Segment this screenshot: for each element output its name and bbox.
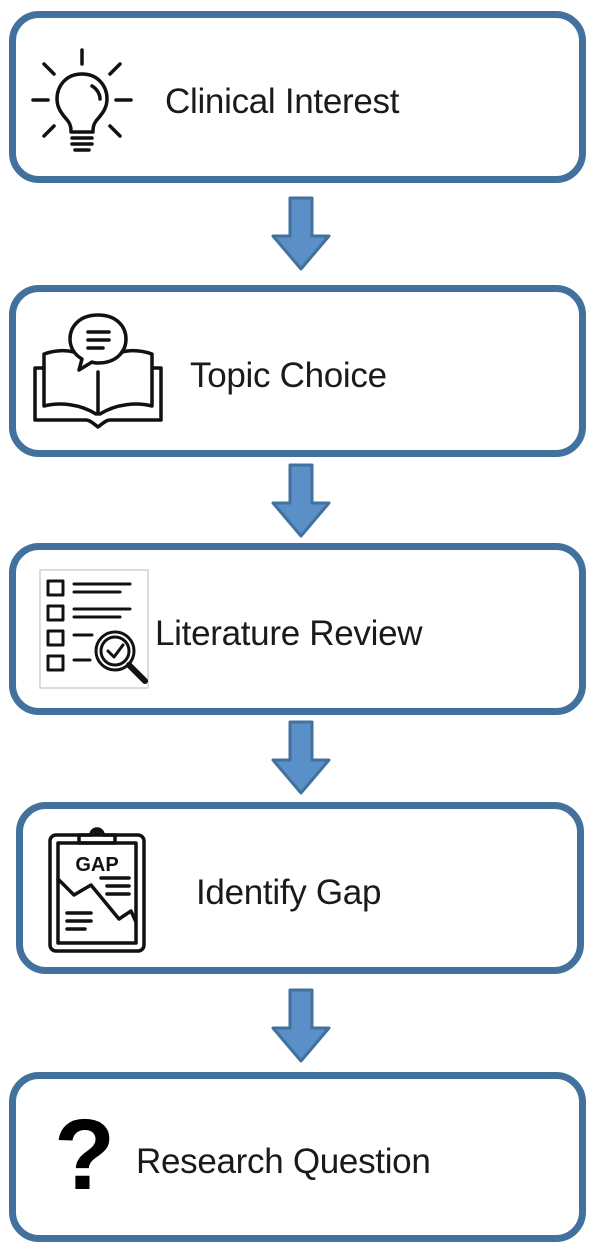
down-arrow (271, 196, 331, 271)
question-mark-icon: ? (54, 1099, 116, 1211)
step-label: Research Question (136, 1142, 431, 1181)
step-box-research-question: ? Research Question (9, 1072, 586, 1242)
clipboard-gap-icon: GAP (48, 827, 146, 953)
open-book-speech-icon (30, 310, 166, 435)
step-label: Clinical Interest (165, 82, 400, 121)
down-arrow (271, 720, 331, 795)
step-label: Literature Review (155, 614, 423, 653)
down-arrow (271, 463, 331, 538)
lightbulb-icon (31, 48, 133, 152)
step-label: Topic Choice (190, 356, 387, 395)
step-box-clinical-interest: Clinical Interest (9, 11, 586, 183)
step-box-topic-choice: Topic Choice (9, 285, 586, 457)
step-box-literature-review: Literature Review (9, 543, 586, 715)
step-box-identify-gap: GAP Identify Gap (16, 802, 584, 974)
step-label: Identify Gap (196, 873, 382, 912)
checklist-magnifier-icon (38, 568, 158, 696)
down-arrow (271, 988, 331, 1063)
gap-icon-text: GAP (75, 854, 118, 876)
